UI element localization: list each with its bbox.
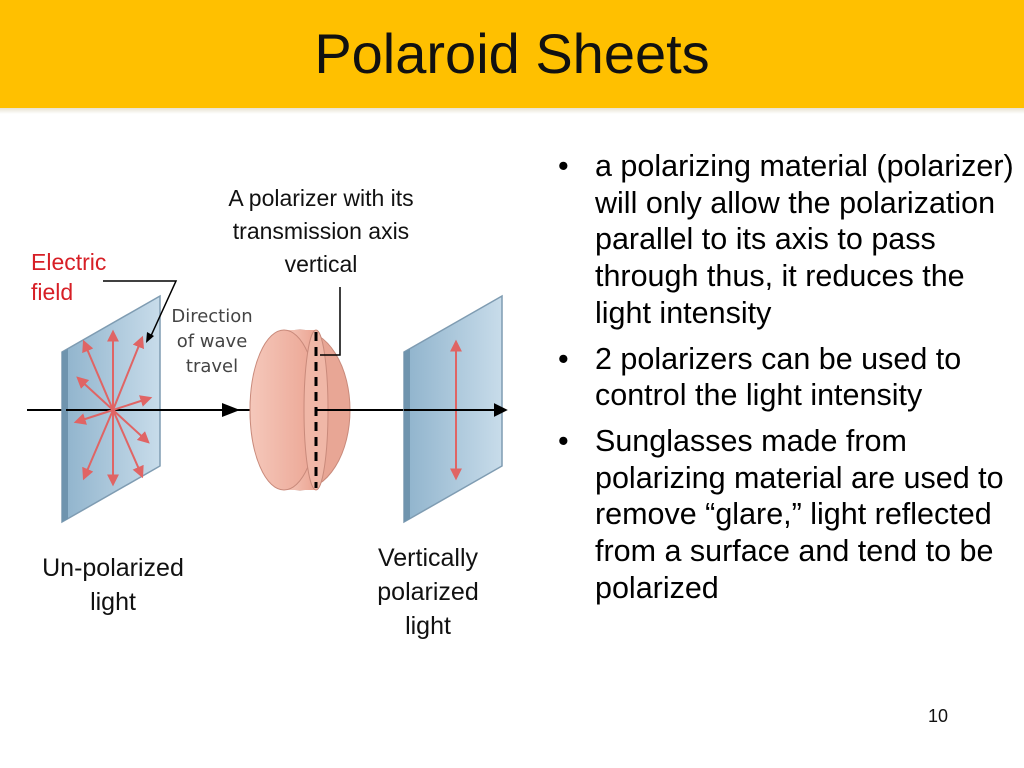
- bullet-list: • a polarizing material (polarizer) will…: [552, 148, 1014, 615]
- bullet-glyph: •: [558, 341, 569, 376]
- direction-arrow-head: [222, 403, 240, 417]
- bullet-text: Sunglasses made from polarizing material…: [595, 423, 1004, 605]
- bullet-glyph: •: [558, 149, 569, 183]
- bullet-text: 2 polarizers can be used to control the …: [595, 341, 962, 413]
- page-number: 10: [928, 706, 949, 726]
- unpolarized-label: Un-polarized light: [42, 554, 184, 616]
- polarizer-label: A polarizer with its transmission axis v…: [228, 185, 414, 277]
- bullet-glyph: •: [558, 423, 569, 458]
- bullet-item: • Sunglasses made from polarizing materi…: [552, 423, 1014, 607]
- vertically-polarized-label: Vertically polarized light: [377, 544, 479, 640]
- electric-field-pointer: [103, 280, 178, 339]
- bullet-text: a polarizing material (polarizer) will o…: [595, 149, 1014, 330]
- title-bar: [0, 0, 1024, 114]
- slide-title: Polaroid Sheets: [314, 22, 710, 85]
- electric-field-label: Electric field: [31, 249, 107, 305]
- polarization-figure: [0, 150, 560, 670]
- direction-label: Direction of wave travel: [171, 306, 253, 377]
- bullet-item: • 2 polarizers can be used to control th…: [552, 341, 1014, 414]
- polarized-sheet-edge: [404, 349, 410, 522]
- unpolarized-sheet-edge: [62, 349, 68, 522]
- electric-field-pointer-head: [146, 332, 154, 343]
- bullet-item: • a polarizing material (polarizer) will…: [552, 148, 1014, 332]
- electric-field-arrows: [73, 329, 153, 487]
- polarization-diagram: [27, 280, 508, 524]
- polarizer-pointer: [320, 287, 341, 356]
